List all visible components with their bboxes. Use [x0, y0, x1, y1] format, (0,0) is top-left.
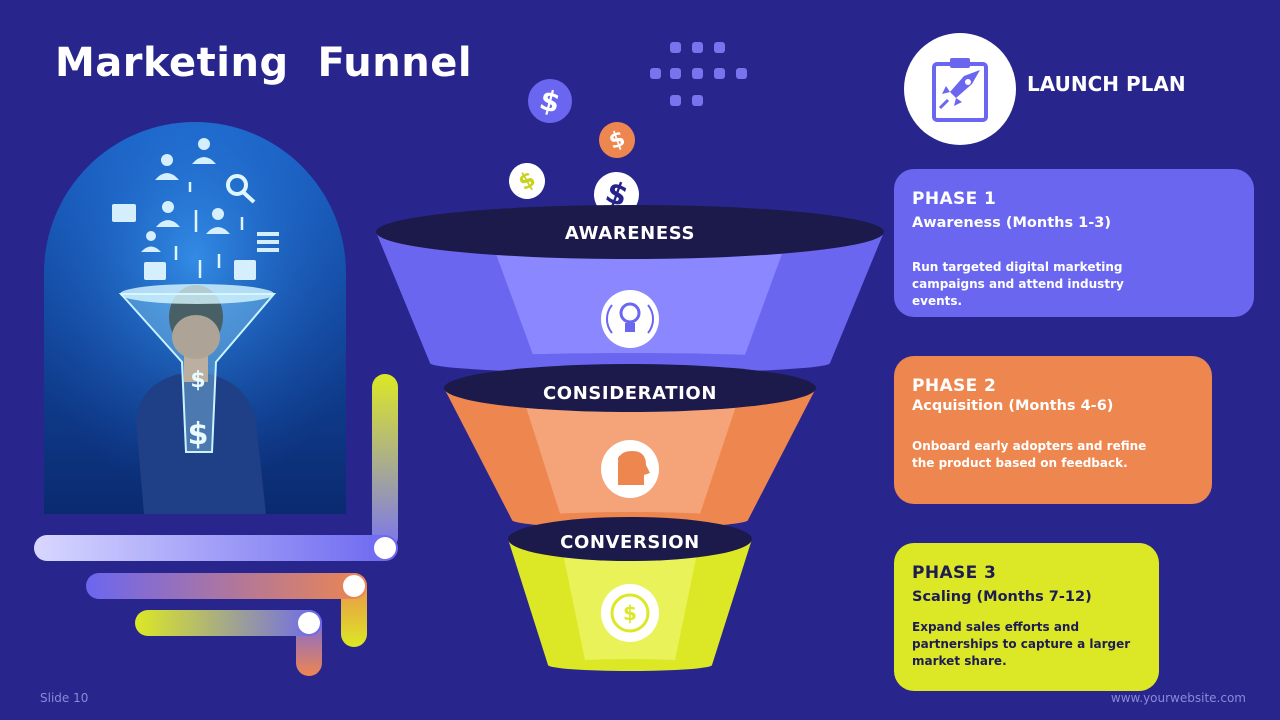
dollar-coin-icon: $ — [523, 74, 577, 128]
svg-text:$: $ — [188, 417, 209, 452]
phase-description: Onboard early adopters and refine the pr… — [912, 439, 1147, 470]
funnel-person-illustration: $ $ — [44, 122, 346, 514]
website-url[interactable]: www.yourwebsite.com — [1110, 691, 1246, 705]
phase-title: Awareness (Months 1-3) — [912, 215, 1111, 231]
stage-label-consideration: CONSIDERATION — [542, 383, 717, 404]
stage-label-conversion: CONVERSION — [560, 532, 700, 553]
phase-description: Expand sales efforts and partnerships to… — [912, 620, 1131, 668]
svg-text:$: $ — [190, 368, 205, 393]
phase-label: PHASE 2 — [912, 376, 997, 396]
launch-plan-badge — [904, 33, 1016, 145]
slide-number: Slide 10 — [40, 691, 89, 705]
rocket-clipboard-icon — [932, 58, 988, 122]
dollar-cycle-icon: $ — [601, 584, 659, 642]
dollar-coin-icon: $ — [593, 116, 641, 164]
slide-title: Marketing Funnel — [55, 40, 473, 86]
phase-title: Scaling (Months 7-12) — [912, 589, 1092, 605]
marketing-funnel: $ — [376, 205, 884, 671]
phase-card-1: PHASE 1 Awareness (Months 1-3) Run targe… — [894, 169, 1254, 317]
thinking-head-icon — [601, 440, 659, 498]
phase-title: Acquisition (Months 4-6) — [912, 398, 1114, 414]
svg-text:$: $ — [623, 601, 637, 625]
phase-label: PHASE 1 — [912, 189, 997, 209]
phase-description: Run targeted digital marketing campaigns… — [912, 260, 1124, 308]
stage-label-awareness: AWARENESS — [564, 223, 696, 244]
phase-card-2: PHASE 2 Acquisition (Months 4-6) Onboard… — [894, 356, 1212, 504]
lightbulb-icon — [601, 290, 659, 348]
phase-label: PHASE 3 — [912, 563, 997, 583]
launch-plan-title: LAUNCH PLAN — [1027, 72, 1186, 96]
phase-card-3: PHASE 3 Scaling (Months 7-12) Expand sal… — [894, 543, 1159, 691]
